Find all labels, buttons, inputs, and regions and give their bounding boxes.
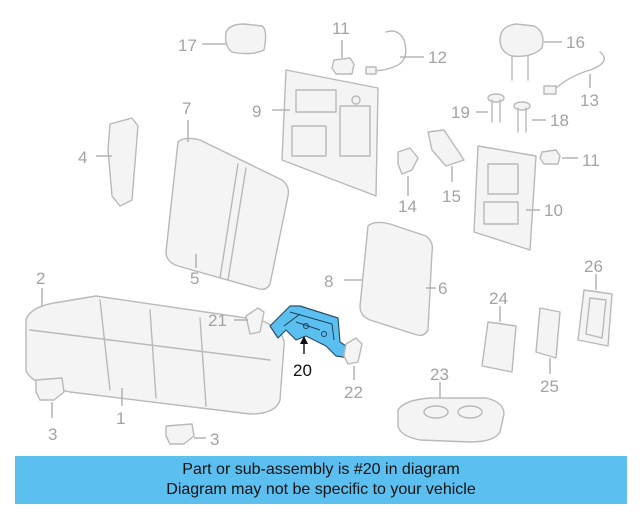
callout-18: 18 xyxy=(550,111,569,130)
part-11-clip-right xyxy=(539,149,561,165)
callout-12: 12 xyxy=(428,48,447,67)
callout-1: 1 xyxy=(116,409,125,428)
part-26-panel xyxy=(577,289,613,347)
callout-7: 7 xyxy=(182,99,191,118)
part-25-panel xyxy=(535,307,561,359)
part-6-seatback-cushion xyxy=(359,221,434,337)
part-17-headrest xyxy=(224,23,267,55)
info-banner: Part or sub-assembly is #20 in diagram D… xyxy=(15,456,627,504)
part-1-seat-cushion xyxy=(25,295,285,415)
part-9-seatback-frame xyxy=(281,69,379,197)
callout-13: 13 xyxy=(580,91,599,110)
callout-16: 16 xyxy=(566,33,585,52)
callout-4: 4 xyxy=(78,148,87,167)
part-11-clip-top xyxy=(331,57,355,75)
callout-21: 21 xyxy=(208,311,227,330)
callout-25: 25 xyxy=(540,377,559,396)
callout-3-right: 3 xyxy=(210,430,219,449)
callout-11-top: 11 xyxy=(332,19,350,38)
callout-6: 6 xyxy=(438,279,447,298)
banner-line-1: Part or sub-assembly is #20 in diagram xyxy=(182,461,460,478)
part-14-bracket xyxy=(397,147,419,175)
callout-17: 17 xyxy=(178,36,197,55)
part-22-bracket xyxy=(343,337,363,365)
part-12-cable xyxy=(365,30,407,75)
part-19-guide xyxy=(487,93,505,123)
part-24-panel xyxy=(481,321,517,373)
callout-2: 2 xyxy=(36,269,45,288)
part-13-cable xyxy=(543,51,605,95)
callout-9: 9 xyxy=(252,102,261,121)
callout-10: 10 xyxy=(544,201,563,220)
part-3-bracket-left xyxy=(35,377,65,401)
callout-24: 24 xyxy=(489,289,508,308)
callout-5: 5 xyxy=(190,269,199,288)
callout-15: 15 xyxy=(442,187,461,206)
part-3-bracket-right xyxy=(165,423,195,445)
part-4-side-bolster xyxy=(107,117,139,207)
part-18-guide xyxy=(513,101,531,133)
callout-11-right: 11 xyxy=(582,151,600,170)
callout-20: 20 xyxy=(293,361,312,380)
part-21-bracket xyxy=(245,307,265,335)
part-5-seatback-cushion xyxy=(165,137,290,291)
banner-line-2: Diagram may not be specific to your vehi… xyxy=(166,481,476,498)
part-20-bracket-highlighted[interactable] xyxy=(269,305,353,359)
part-10-seatback-frame xyxy=(473,145,537,251)
part-16-headrest xyxy=(499,23,544,81)
arrow-20 xyxy=(300,336,308,344)
callout-26: 26 xyxy=(584,257,603,276)
callout-3-left: 3 xyxy=(48,425,57,444)
callout-14: 14 xyxy=(398,197,417,216)
callout-23: 23 xyxy=(430,365,449,384)
part-23-armrest xyxy=(397,397,505,443)
callout-22: 22 xyxy=(344,383,363,402)
parts-diagram: 17 11 12 16 13 9 19 xyxy=(25,19,613,449)
callout-19: 19 xyxy=(451,103,470,122)
callout-8: 8 xyxy=(324,272,333,291)
part-15-cover xyxy=(427,129,465,167)
